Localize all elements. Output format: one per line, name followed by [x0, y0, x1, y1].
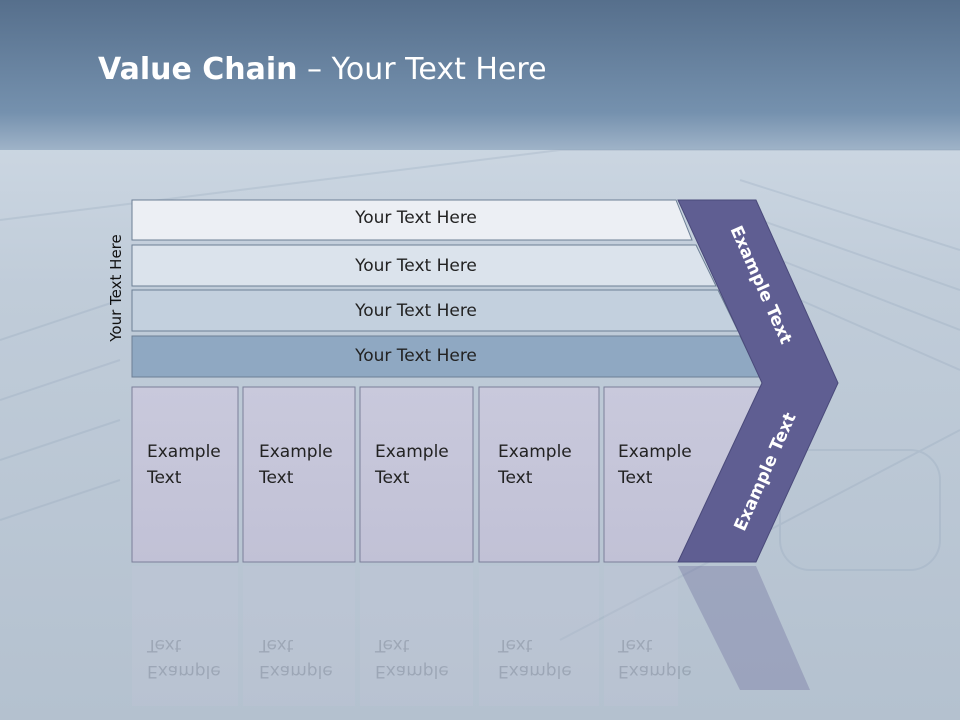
box-label-5-line2: Text — [618, 468, 653, 488]
box-2 — [242, 386, 356, 563]
box-label-2-line1: Example — [259, 442, 333, 462]
bar-1 — [131, 199, 693, 241]
bar-label-4: Your Text Here — [355, 346, 477, 366]
box-1 — [131, 386, 239, 563]
box-label-1-line2: Text — [147, 468, 182, 488]
box-label-4-line2: Text — [498, 468, 533, 488]
box-label-2-line2: Text — [259, 468, 294, 488]
chevron — [677, 199, 839, 563]
bar-label-3: Your Text Here — [355, 301, 477, 321]
title-rest: – Your Text Here — [297, 52, 547, 87]
box-label-5-line1: Example — [618, 442, 692, 462]
slide-title: Value Chain – Your Text Here — [98, 52, 547, 87]
box-label-1-line1: Example — [147, 442, 221, 462]
box-label-3-line2: Text — [375, 468, 410, 488]
box-label-4-line1: Example — [498, 442, 572, 462]
bar-label-1: Your Text Here — [355, 208, 477, 228]
box-4 — [478, 386, 600, 563]
bar-label-2: Your Text Here — [355, 256, 477, 276]
title-bold: Value Chain — [98, 52, 298, 87]
bar-2 — [131, 244, 717, 287]
box-label-3-line1: Example — [375, 442, 449, 462]
box-3 — [359, 386, 474, 563]
